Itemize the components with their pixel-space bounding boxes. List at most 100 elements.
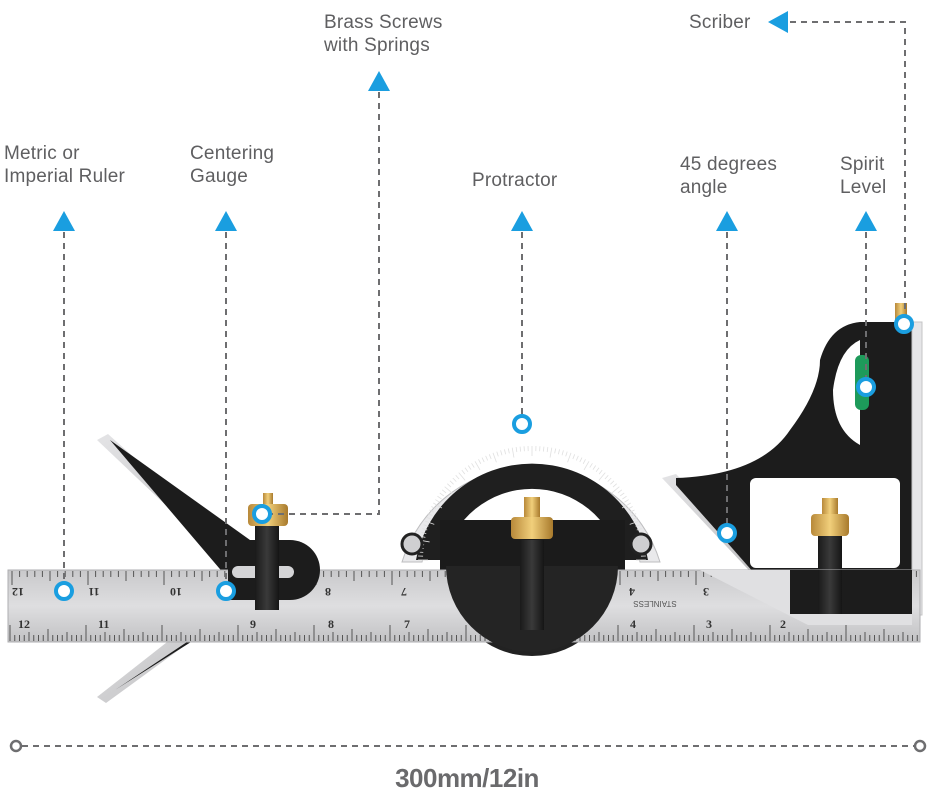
protractor-tick: [455, 475, 460, 480]
protractor-tick: [449, 480, 454, 485]
callout-brass-screws-label: Brass Screws with Springs: [324, 12, 443, 56]
ruler-top-number: 12: [12, 585, 24, 599]
protractor-tick: [464, 467, 469, 473]
protractor-stem-front: [520, 566, 544, 630]
protractor-tick: [635, 524, 641, 527]
square-45-face-front: [700, 570, 912, 625]
protractor-tick: [567, 452, 572, 463]
protractor-tick: [542, 446, 545, 452]
arrow-up-icon: [368, 71, 390, 91]
protractor-tick: [511, 447, 515, 458]
protractor-tick: [546, 447, 549, 453]
protractor-tick: [554, 448, 557, 454]
marker-dot-ruler: [54, 581, 74, 601]
square-base-front: [790, 570, 912, 614]
protractor-tick: [421, 532, 427, 535]
protractor-tick: [629, 509, 635, 513]
gauge-screw-thread: [263, 493, 273, 507]
protractor-tick: [458, 472, 466, 481]
ruler-bottom-number: 2: [780, 617, 786, 631]
callout-centering-gauge-label: Centering Gauge: [190, 143, 275, 187]
protractor-tick: [485, 455, 489, 461]
protractor-tick: [423, 524, 429, 527]
ruler-bottom-number: 8: [328, 617, 334, 631]
protractor-tick: [617, 489, 623, 494]
protractor-tick: [629, 520, 640, 525]
dimension-label: 300mm/12in: [395, 763, 539, 793]
protractor-tick: [439, 492, 445, 497]
leader-lines: [22, 21, 914, 747]
protractor-dial: [416, 463, 648, 560]
ruler-top-number: 11: [88, 585, 99, 599]
ruler-top-number: 4: [629, 585, 635, 599]
callout-scriber-label: Scriber: [689, 12, 751, 33]
protractor-tick: [426, 516, 432, 520]
protractor-tick: [632, 516, 638, 520]
callout-protractor-label: Protractor: [472, 170, 558, 191]
ruler-top-number: 3: [703, 585, 709, 599]
ruler-bottom-number: 4: [630, 617, 636, 631]
callout-spirit-level-label: Spirit Level: [840, 154, 887, 198]
protractor-tick: [579, 457, 583, 463]
protractor-tick: [519, 446, 522, 452]
protractor-pivot-screw-left: [400, 532, 424, 556]
protractor-tick: [422, 528, 428, 531]
protractor-tick: [420, 535, 426, 538]
protractor-tick: [461, 469, 466, 475]
protractor-tick: [612, 483, 617, 488]
arrow-up-icon: [855, 211, 877, 231]
marker-dot-45-angle: [717, 523, 737, 543]
protractor-tick: [481, 457, 485, 463]
square-screw-thread: [822, 498, 838, 518]
protractor-tick: [598, 469, 603, 475]
protractor-tick: [435, 499, 440, 503]
square-lock-stem-front: [818, 570, 842, 614]
protractor-tick: [496, 451, 499, 457]
protractor-tick: [471, 463, 475, 468]
ruler-top-number: 7: [401, 585, 407, 599]
ruler-bottom-number: 12: [18, 617, 30, 631]
protractor-tick: [444, 486, 453, 494]
protractor-tick: [622, 495, 627, 500]
protractor-tick: [447, 483, 452, 488]
protractor-screw-thread: [524, 497, 540, 519]
square-head: [662, 303, 923, 616]
ruler-bottom-number: 3: [706, 617, 712, 631]
protractor-tick: [621, 502, 631, 509]
protractor-tick: [437, 495, 442, 500]
protractor-tick: [488, 454, 492, 460]
arrow-up-icon: [53, 211, 75, 231]
protractor-tick: [424, 520, 435, 525]
centering-gauge-head: [97, 434, 250, 703]
arrow-left-icon: [768, 11, 788, 33]
dimension-endpoints: [9, 739, 927, 753]
protractor-tick: [433, 502, 443, 509]
protractor-tick: [549, 447, 553, 458]
protractor-tick: [592, 465, 597, 470]
protractor-tick: [467, 465, 472, 470]
protractor-tick: [589, 463, 593, 468]
dimension-endpoint-right: [913, 739, 927, 753]
callout-ruler-label: Metric or Imperial Ruler: [4, 143, 126, 187]
ruler-top-number: 8: [325, 585, 331, 599]
protractor-tick: [624, 499, 629, 503]
marker-dots: [54, 314, 914, 601]
marker-dot-brass-screws: [252, 504, 272, 524]
protractor-tick: [515, 447, 518, 453]
protractor-tick: [582, 459, 586, 464]
protractor-tick: [478, 459, 482, 464]
protractor-tick: [452, 477, 457, 482]
gauge-blade-upper-back: [110, 440, 250, 575]
protractor-tick: [636, 528, 642, 531]
ruler-bottom-number: 7: [404, 617, 410, 631]
marker-dot-protractor: [512, 414, 532, 434]
protractor-tick: [504, 449, 507, 455]
ruler-engraving: STAINLESS: [633, 599, 676, 608]
protractor-tick: [619, 492, 625, 497]
arrow-up-icon: [511, 211, 533, 231]
gauge-stem: [255, 520, 279, 610]
protractor-tick: [628, 506, 633, 510]
protractor-tick: [565, 451, 568, 457]
protractor-tick: [557, 449, 560, 455]
